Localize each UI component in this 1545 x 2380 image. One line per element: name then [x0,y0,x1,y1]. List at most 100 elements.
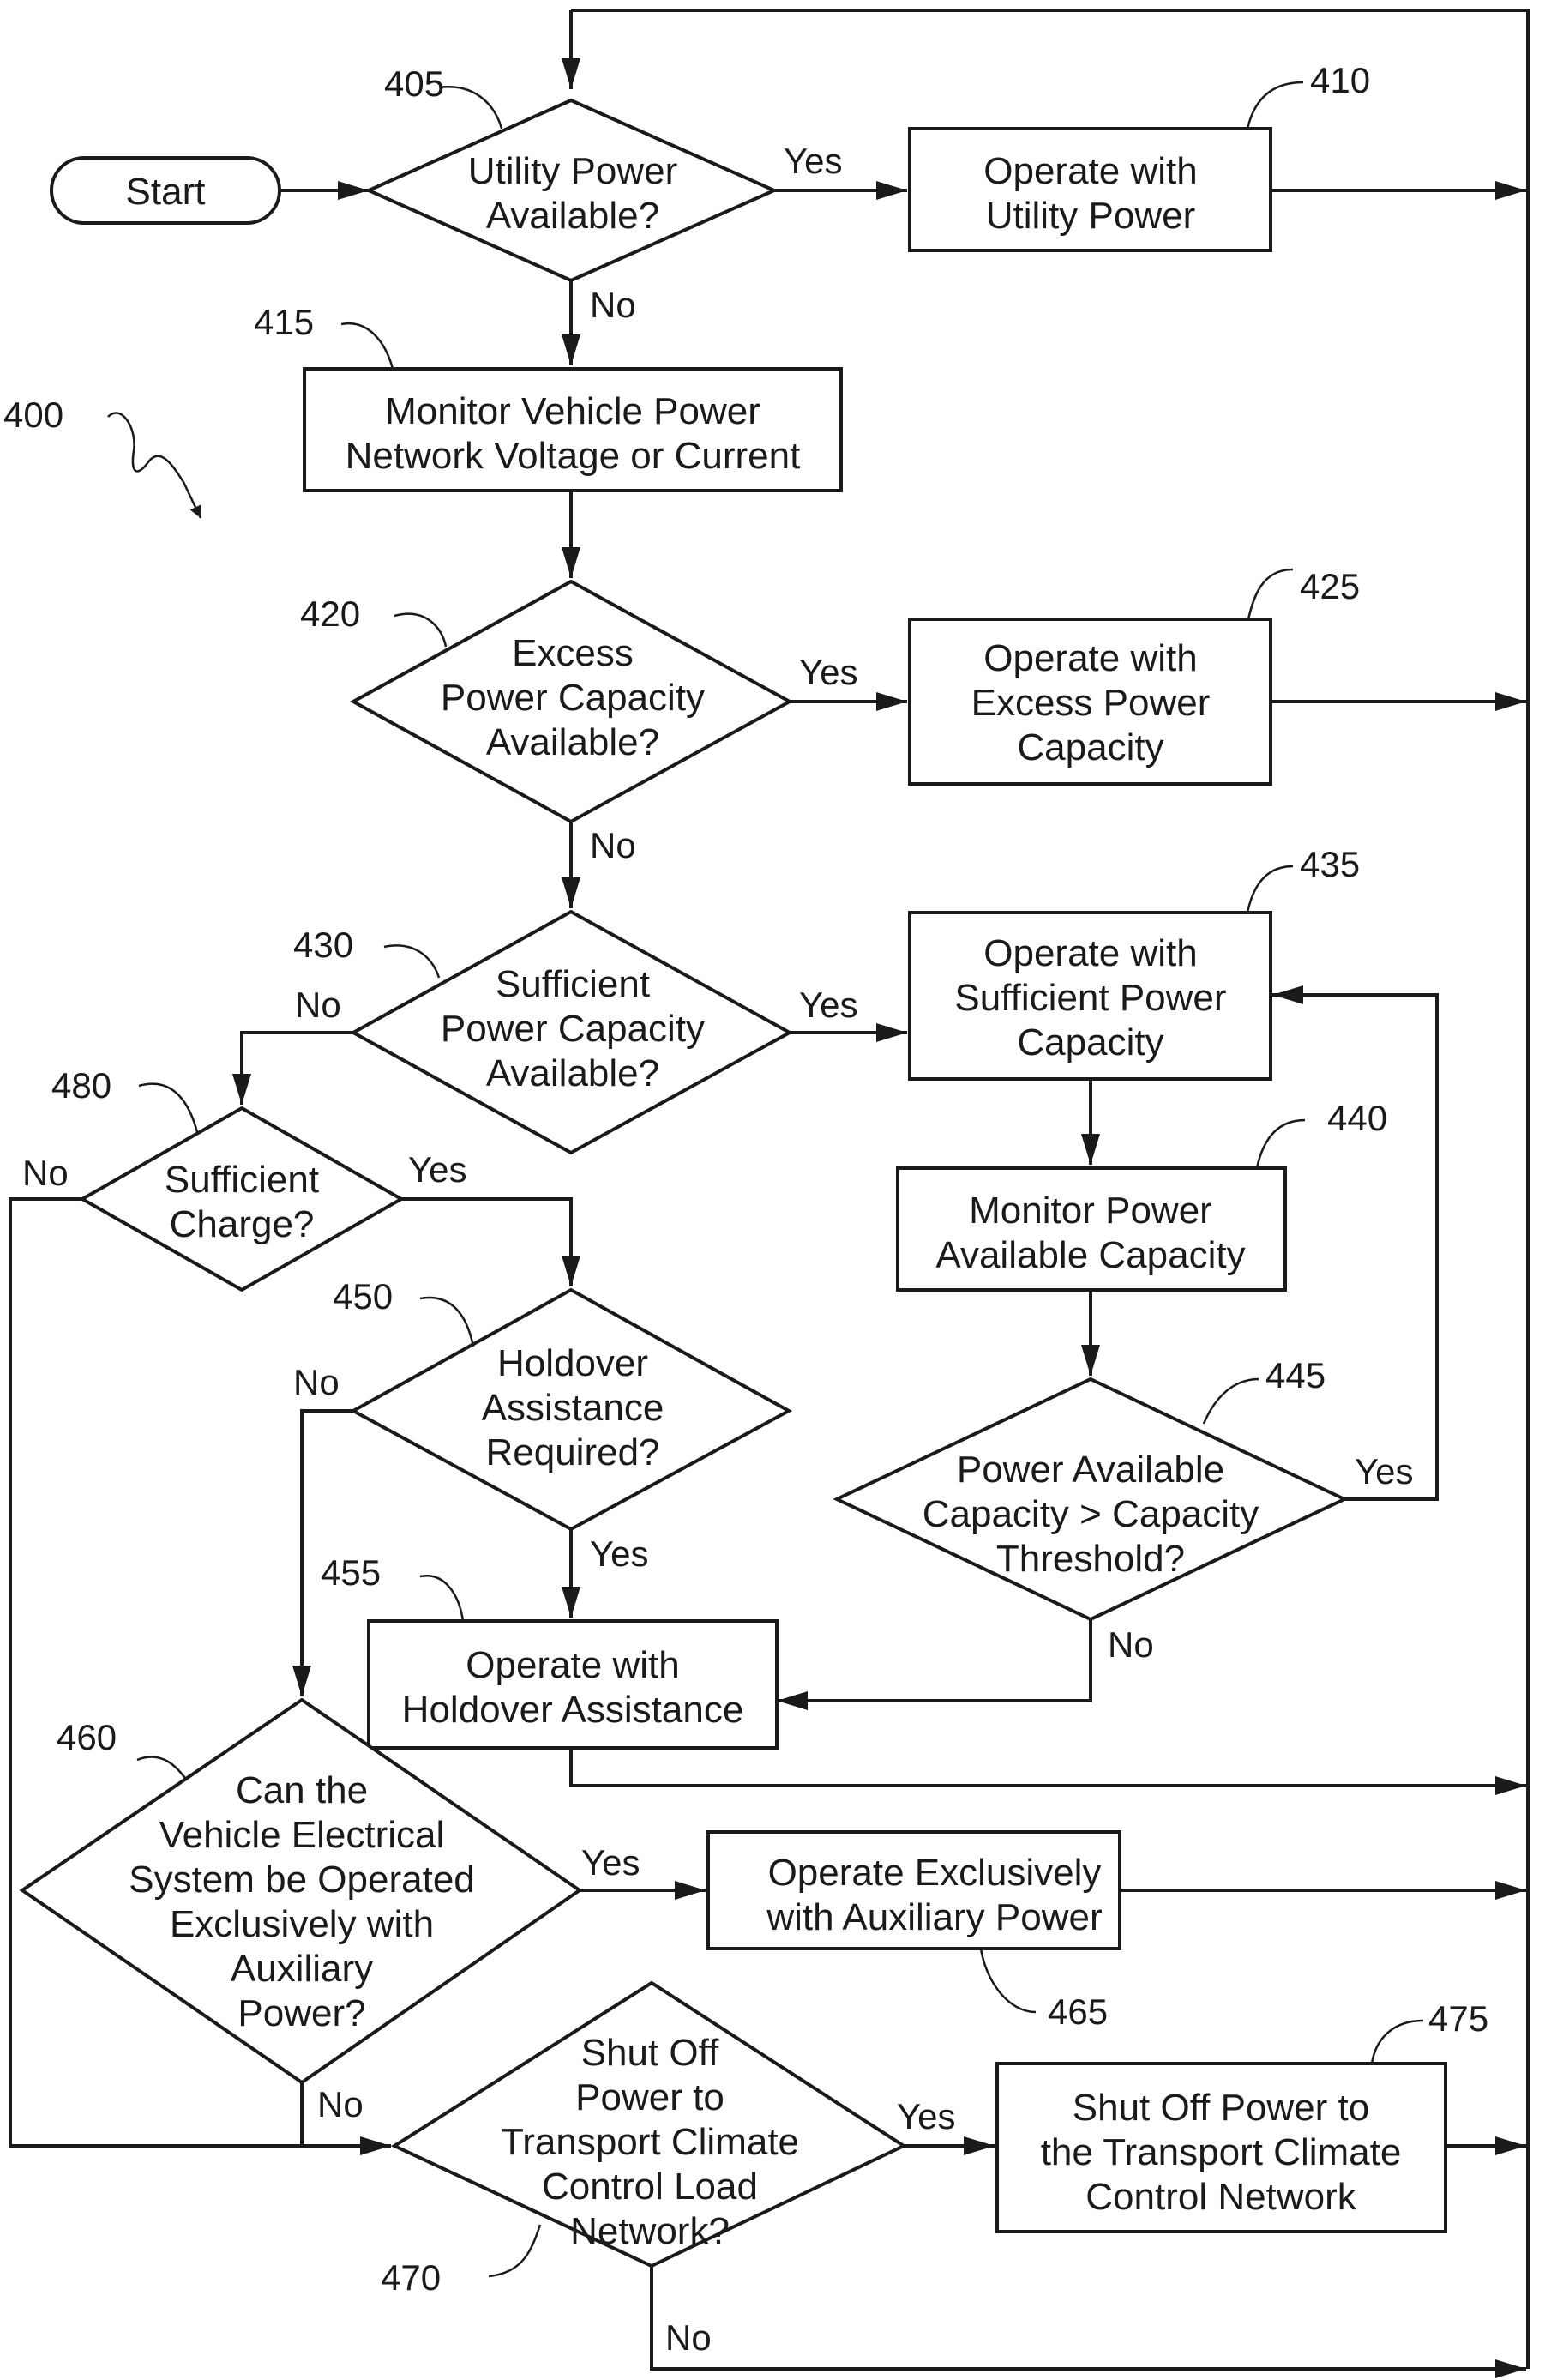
480-yes-arrow [401,1199,571,1286]
ref-475: 475 [1428,1998,1488,2039]
edge-430-yes: Yes [799,985,858,1025]
edge-470-yes: Yes [897,2096,956,2136]
leader-420 [394,614,446,647]
n435-line-1: Operate with [983,932,1197,974]
n465-line-2: with Auxiliary Power [766,1896,1102,1938]
n460-line-5: Auxiliary [231,1948,373,1990]
n410-line-2: Utility Power [986,195,1196,237]
n470-line-3: Transport Climate [501,2121,799,2163]
leader-410 [1247,82,1303,129]
edge-450-no: No [293,1362,340,1402]
n455-line-1: Operate with [466,1644,679,1686]
n460-line-1: Can the [236,1769,368,1811]
ref-455: 455 [321,1552,381,1593]
n435-line-2: Sufficient Power [954,977,1226,1019]
n480-line-2: Charge? [170,1203,315,1245]
455-to-bus-arrow [571,1748,1526,1786]
leader-415 [341,323,393,369]
n425-line-3: Capacity [1017,726,1163,768]
edge-430-no: No [295,985,341,1025]
n460-line-6: Power? [237,1992,365,2034]
n405-line-1: Utility Power [468,150,678,192]
n460-line-4: Exclusively with [170,1903,434,1945]
ref-420: 420 [300,593,360,634]
ref-445: 445 [1265,1355,1326,1395]
n455-line-2: Holdover Assistance [402,1689,744,1731]
430-no-arrow [242,1033,353,1105]
n410-line-1: Operate with [983,150,1197,192]
n415-line-1: Monitor Vehicle Power [385,390,760,432]
edge-405-no: No [590,285,636,325]
ref-410: 410 [1310,60,1370,100]
n475-line-3: Control Network [1085,2176,1356,2218]
edge-405-yes: Yes [784,141,843,181]
leader-480 [139,1084,197,1132]
start-line-1: Start [126,171,206,213]
n450-line-3: Required? [485,1431,659,1473]
edge-480-no: No [22,1153,69,1193]
n470-line-1: Shut Off [581,2032,719,2074]
n450-line-2: Assistance [482,1387,664,1429]
n480-line-1: Sufficient [165,1159,319,1201]
leader-460 [137,1757,187,1780]
leader-470 [489,2225,540,2276]
n475-line-2: the Transport Climate [1041,2131,1402,2173]
n470-line-4: Control Load [542,2166,758,2208]
edge-450-yes: Yes [590,1533,649,1574]
start-label: Start [126,171,206,213]
ref-465: 465 [1048,1991,1108,2032]
ref-450: 450 [333,1276,393,1317]
n440-line-2: Available Capacity [935,1234,1245,1276]
n445-line-3: Threshold? [996,1538,1185,1580]
edge-460-yes: Yes [581,1842,640,1883]
n420-line-1: Excess [512,632,634,674]
leader-455 [420,1576,463,1621]
edge-445-yes: Yes [1355,1451,1414,1491]
n450-line-1: Holdover [497,1342,648,1384]
n430-line-2: Power Capacity [441,1008,705,1050]
leader-450 [420,1298,473,1347]
n435-line-3: Capacity [1017,1021,1163,1063]
ref-435: 435 [1300,844,1360,884]
edge-445-no: No [1108,1624,1154,1665]
leader-405 [439,87,502,129]
edge-420-no: No [590,825,636,865]
ref-425: 425 [1300,566,1360,606]
decision-450-text: HoldoverAssistanceRequired? [482,1342,664,1473]
n445-line-1: Power Available [957,1449,1224,1491]
n460-line-3: System be Operated [129,1859,475,1901]
process-475-text: Shut Off Power tothe Transport ClimateCo… [1041,2087,1402,2218]
ref-405: 405 [384,63,444,104]
n460-line-2: Vehicle Electrical [159,1814,445,1856]
470-no-arrow [652,2266,1526,2369]
n405-line-2: Available? [486,195,659,237]
leader-425 [1248,569,1293,619]
n420-line-3: Available? [486,721,659,763]
n430-line-3: Available? [486,1052,659,1094]
leader-440 [1257,1120,1305,1168]
n415-line-2: Network Voltage or Current [346,435,801,477]
ref-460: 460 [57,1717,117,1757]
edge-470-no: No [665,2317,712,2358]
leader-445 [1204,1379,1259,1424]
ref-400: 400 [3,395,63,435]
ref-470: 470 [381,2257,441,2298]
n470-line-2: Power to [575,2076,724,2118]
figure-400-pointer [108,413,201,518]
445-no-arrow [777,1619,1091,1701]
leader-475 [1372,2021,1423,2064]
n425-line-1: Operate with [983,637,1197,679]
n440-line-1: Monitor Power [969,1190,1212,1232]
n475-line-1: Shut Off Power to [1073,2087,1369,2129]
leader-430 [384,945,439,978]
edge-420-yes: Yes [799,652,858,692]
n445-line-2: Capacity > Capacity [923,1493,1259,1535]
ref-430: 430 [293,925,353,965]
n470-line-5: Network? [570,2210,730,2252]
n420-line-2: Power Capacity [441,677,705,719]
ref-440: 440 [1327,1098,1387,1138]
ref-415: 415 [254,302,314,342]
n430-line-1: Sufficient [496,963,650,1005]
ref-480: 480 [51,1065,111,1106]
